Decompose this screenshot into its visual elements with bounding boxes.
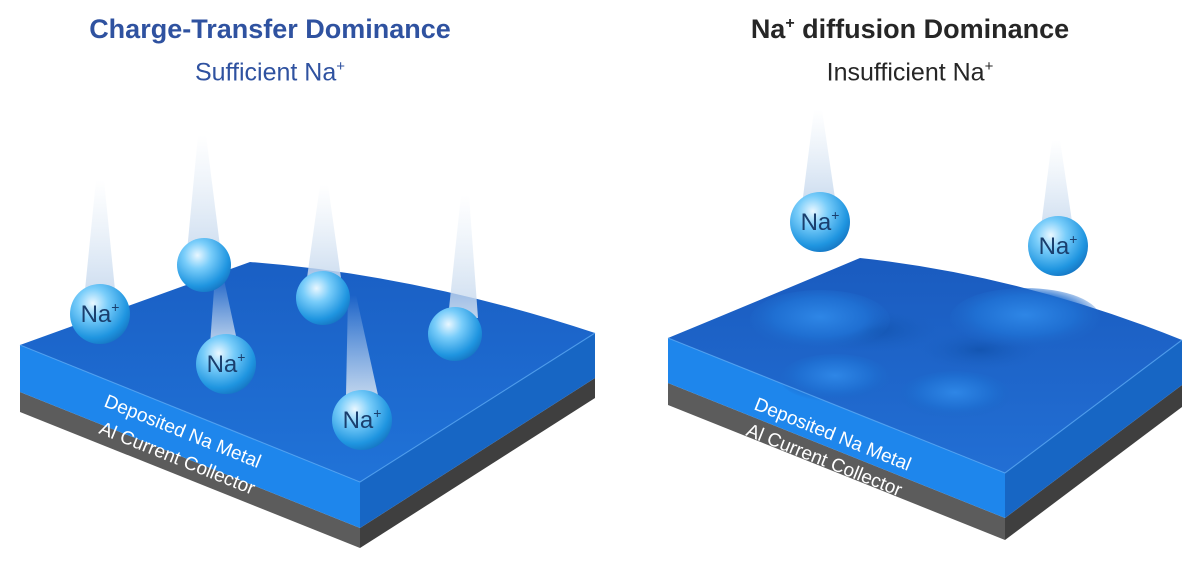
left-ions <box>70 238 482 450</box>
surface-bump <box>950 288 1100 348</box>
beam <box>448 195 478 318</box>
left-al-side-face <box>360 378 595 548</box>
na-ion <box>196 334 256 394</box>
left-subtitle: Sufficient Na+ <box>0 58 540 87</box>
beam <box>186 135 222 262</box>
left-panel: Charge-Transfer Dominance Sufficient Na+ <box>0 14 540 87</box>
na-ion-label: Na+ <box>1039 231 1078 260</box>
right-na-side-face <box>1005 340 1182 518</box>
beam <box>1040 140 1074 235</box>
right-panel: Na+ diffusion Dominance Insufficient Na+ <box>600 0 1200 566</box>
na-ion-label: Na+ <box>81 299 120 328</box>
right-subtitle-sup: + <box>984 58 994 75</box>
beam <box>210 275 238 345</box>
surface-bump <box>750 290 890 350</box>
right-ion-beams <box>802 110 1074 235</box>
right-title-sup: + <box>785 15 795 32</box>
right-subtitle: Insufficient Na+ <box>620 58 1200 87</box>
surface-bump <box>900 371 1010 419</box>
left-subtitle-sup: + <box>336 58 346 75</box>
right-al-front-face <box>668 383 1005 540</box>
beam <box>306 185 342 285</box>
right-title-na: Na <box>750 14 786 44</box>
na-ion <box>70 284 130 344</box>
left-subtitle-text: Sufficient Na <box>194 58 337 87</box>
left-na-side-face <box>360 333 595 528</box>
na-ion-label: Na+ <box>207 349 246 378</box>
right-ions <box>790 192 1088 276</box>
beam <box>346 295 378 395</box>
right-title: Na+ diffusion Dominance <box>620 14 1200 45</box>
right-subtitle-text: Insufficient Na <box>826 58 985 87</box>
beam <box>802 110 836 205</box>
left-na-front-face <box>20 345 360 528</box>
surface-bump <box>780 354 890 402</box>
left-ion-beams <box>84 135 478 395</box>
left-title-text: Charge-Transfer Dominance <box>89 14 451 44</box>
na-ion-label: Na+ <box>801 207 840 236</box>
na-ion <box>177 238 231 292</box>
beam <box>84 180 116 300</box>
right-na-front-face <box>668 338 1005 518</box>
left-al-front-face <box>20 392 360 548</box>
left-title: Charge-Transfer Dominance <box>0 14 540 45</box>
right-slab <box>667 258 1183 540</box>
na-ion-label: Na+ <box>343 405 382 434</box>
na-ion <box>428 307 482 361</box>
na-ion <box>332 390 392 450</box>
na-ion <box>790 192 850 252</box>
na-ion <box>1028 216 1088 276</box>
na-ion <box>296 271 350 325</box>
right-title-rest: diffusion Dominance <box>794 14 1070 44</box>
right-al-side-face <box>1005 385 1182 540</box>
